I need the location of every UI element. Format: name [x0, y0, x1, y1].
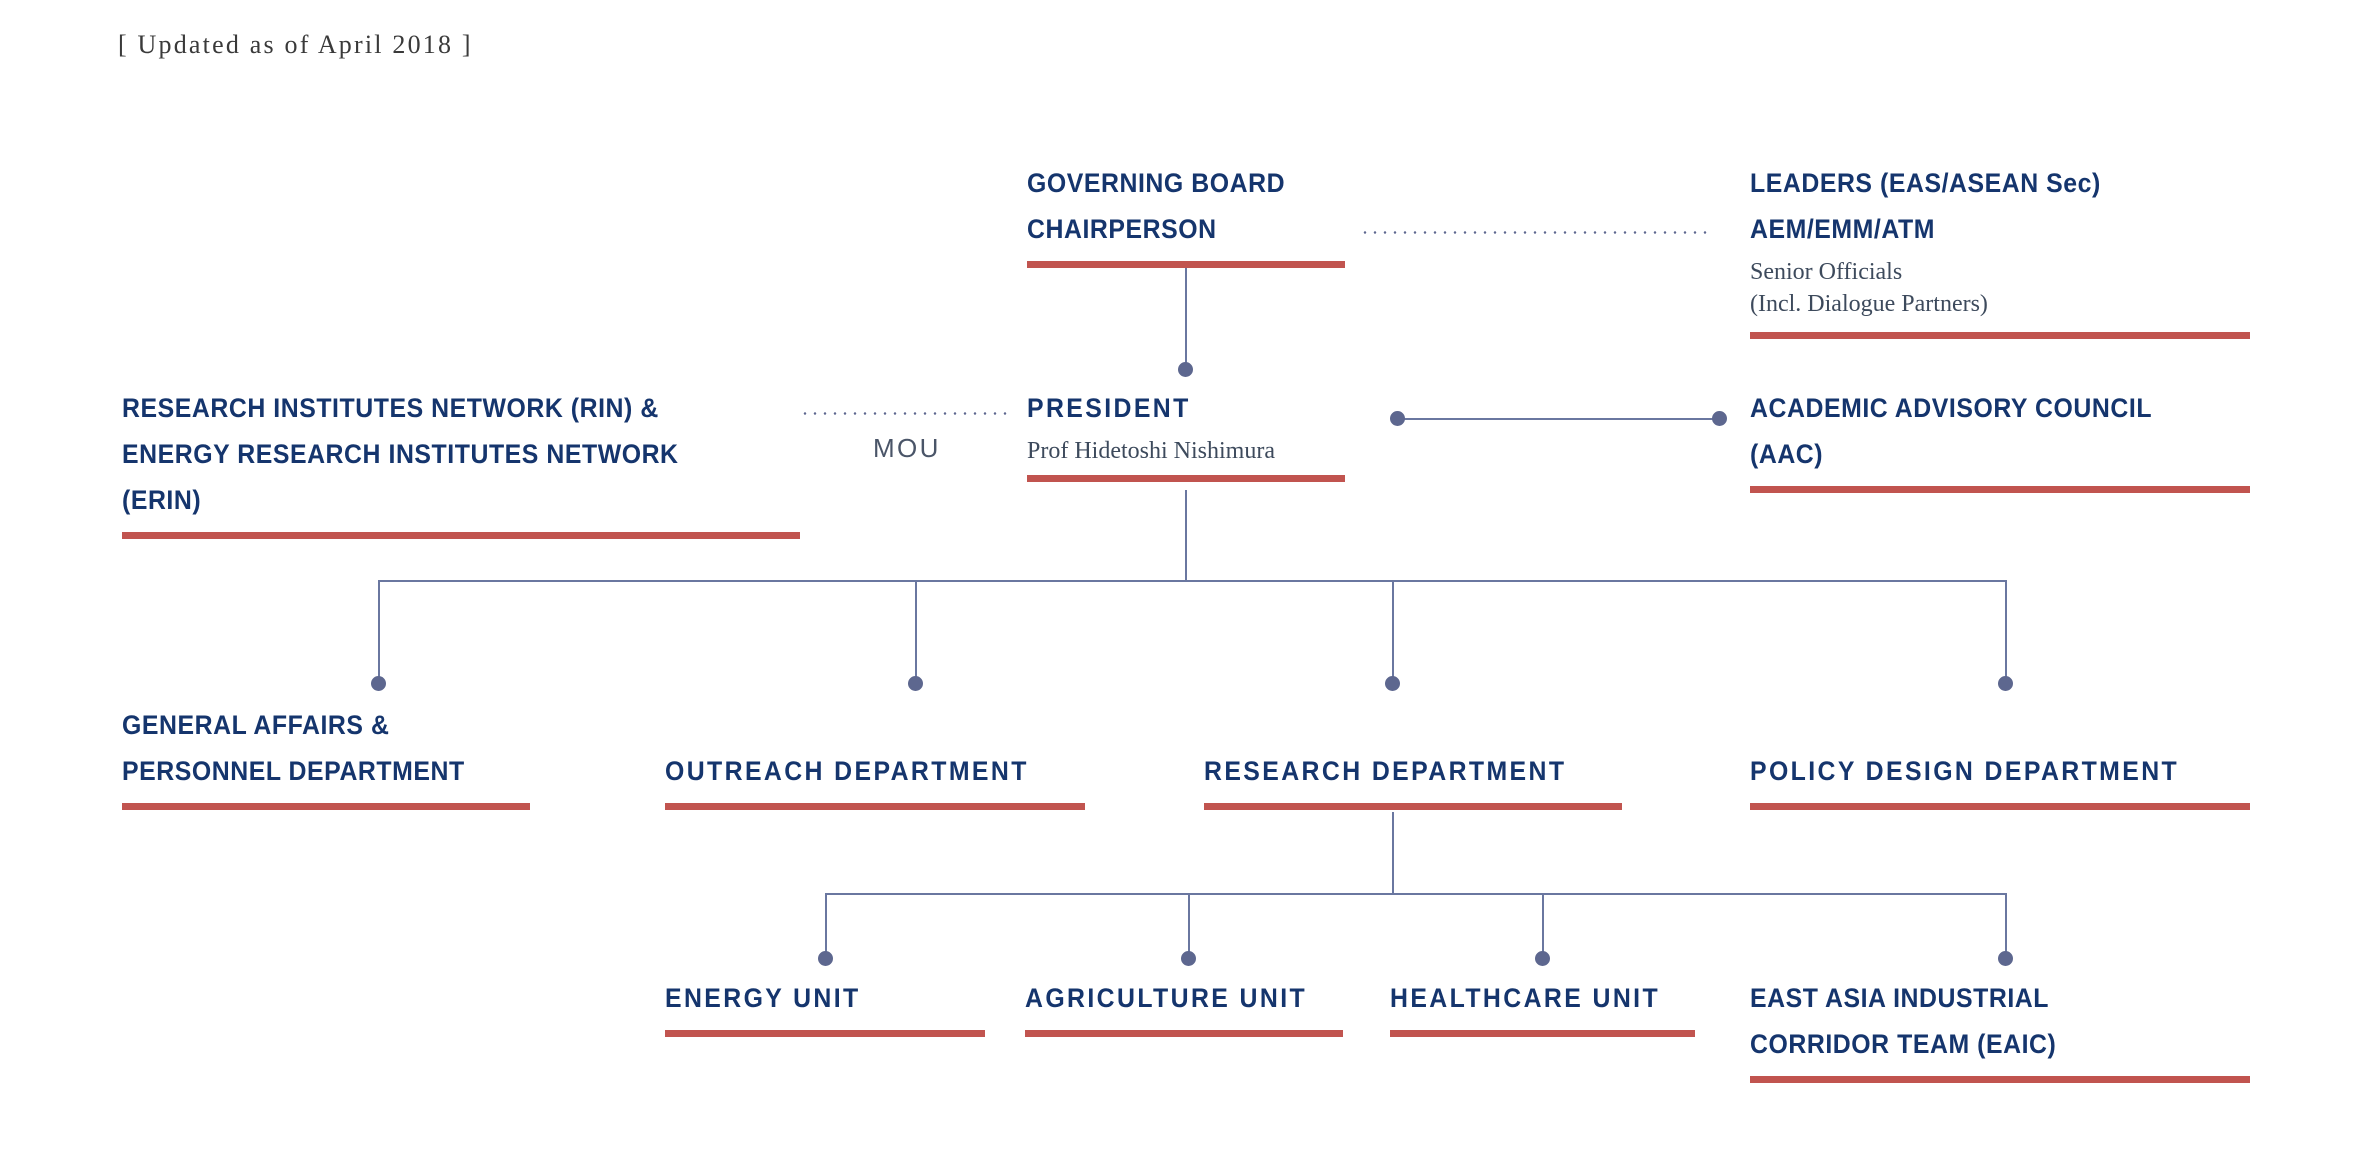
policy-design-underline — [1750, 803, 2250, 810]
dot-eaic — [1998, 951, 2013, 966]
connector-dotted-board-to-leaders — [1360, 231, 1712, 234]
node-leaders[interactable]: LEADERS (EAS/ASEAN Sec) AEM/EMM/ATM Seni… — [1750, 160, 2250, 339]
connector-board-to-president — [1185, 268, 1187, 368]
connector-drop-energy-unit — [825, 893, 827, 957]
mou-label: MOU — [873, 433, 941, 463]
president-subtitle: Prof Hidetoshi Nishimura — [1027, 438, 1275, 464]
outreach-title: OUTREACH DEPARTMENT — [665, 756, 1029, 786]
energy-unit-underline — [665, 1030, 985, 1037]
dot-general-affairs — [371, 676, 386, 691]
node-agriculture-unit[interactable]: AGRICULTURE UNIT — [1025, 975, 1343, 1037]
updated-as-of-note: [ Updated as of April 2018 ] — [118, 30, 473, 59]
node-energy-unit[interactable]: ENERGY UNIT — [665, 975, 985, 1037]
node-governing-board-chairperson[interactable]: GOVERNING BOARD CHAIRPERSON — [1027, 160, 1345, 268]
policy-design-title: POLICY DESIGN DEPARTMENT — [1750, 756, 2180, 786]
dot-policy-design — [1998, 676, 2013, 691]
general-affairs-title: GENERAL AFFAIRS & PERSONNEL DEPARTMENT — [122, 710, 465, 786]
rin-erin-underline — [122, 532, 800, 539]
connector-drop-eaic — [2005, 893, 2007, 957]
energy-unit-title: ENERGY UNIT — [665, 983, 861, 1013]
aac-underline — [1750, 486, 2250, 493]
node-president[interactable]: PRESIDENT Prof Hidetoshi Nishimura — [1027, 385, 1345, 482]
connector-drop-policy-design — [2005, 580, 2007, 683]
dot-aac-link-left — [1390, 411, 1405, 426]
agriculture-unit-underline — [1025, 1030, 1343, 1037]
research-title: RESEARCH DEPARTMENT — [1204, 756, 1567, 786]
agriculture-unit-title: AGRICULTURE UNIT — [1025, 983, 1308, 1013]
leaders-subtitle: Senior Officials (Incl. Dialogue Partner… — [1750, 259, 1988, 317]
node-research-department[interactable]: RESEARCH DEPARTMENT — [1204, 748, 1622, 810]
research-underline — [1204, 803, 1622, 810]
eaic-underline — [1750, 1076, 2250, 1083]
connector-president-to-aac — [1398, 418, 1720, 420]
connector-drop-agriculture-unit — [1188, 893, 1190, 957]
president-title: PRESIDENT — [1027, 393, 1191, 423]
node-rin-erin[interactable]: RESEARCH INSTITUTES NETWORK (RIN) & ENER… — [122, 385, 800, 539]
dot-aac-link-right — [1712, 411, 1727, 426]
dot-energy-unit — [818, 951, 833, 966]
governing-board-title: GOVERNING BOARD CHAIRPERSON — [1027, 168, 1286, 244]
eaic-title: EAST ASIA INDUSTRIAL CORRIDOR TEAM (EAIC… — [1750, 983, 2057, 1059]
connector-drop-outreach — [915, 580, 917, 683]
node-outreach-department[interactable]: OUTREACH DEPARTMENT — [665, 748, 1085, 810]
connector-research-to-unit-bus — [1392, 812, 1394, 894]
dot-outreach — [908, 676, 923, 691]
general-affairs-underline — [122, 803, 530, 810]
connector-drop-research — [1392, 580, 1394, 683]
outreach-underline — [665, 803, 1085, 810]
leaders-underline — [1750, 332, 2250, 339]
node-general-affairs-personnel-department[interactable]: GENERAL AFFAIRS & PERSONNEL DEPARTMENT — [122, 702, 530, 810]
node-policy-design-department[interactable]: POLICY DESIGN DEPARTMENT — [1750, 748, 2250, 810]
connector-drop-healthcare-unit — [1542, 893, 1544, 957]
governing-board-underline — [1027, 261, 1345, 268]
node-eaic[interactable]: EAST ASIA INDUSTRIAL CORRIDOR TEAM (EAIC… — [1750, 975, 2250, 1083]
aac-title: ACADEMIC ADVISORY COUNCIL (AAC) — [1750, 393, 2153, 469]
healthcare-unit-underline — [1390, 1030, 1695, 1037]
dot-research — [1385, 676, 1400, 691]
connector-drop-general-affairs — [378, 580, 380, 683]
dot-healthcare-unit — [1535, 951, 1550, 966]
president-underline — [1027, 475, 1345, 482]
rin-erin-title: RESEARCH INSTITUTES NETWORK (RIN) & ENER… — [122, 393, 679, 515]
connector-president-to-dept-bus — [1185, 490, 1187, 582]
dot-president-top — [1178, 362, 1193, 377]
healthcare-unit-title: HEALTHCARE UNIT — [1390, 983, 1661, 1013]
dot-agriculture-unit — [1181, 951, 1196, 966]
node-healthcare-unit[interactable]: HEALTHCARE UNIT — [1390, 975, 1695, 1037]
connector-dotted-rin-to-president — [800, 412, 1012, 415]
leaders-title: LEADERS (EAS/ASEAN Sec) AEM/EMM/ATM — [1750, 168, 2101, 244]
node-academic-advisory-council[interactable]: ACADEMIC ADVISORY COUNCIL (AAC) — [1750, 385, 2250, 493]
unit-bus-horizontal — [825, 893, 2005, 895]
dept-bus-horizontal — [378, 580, 2007, 582]
